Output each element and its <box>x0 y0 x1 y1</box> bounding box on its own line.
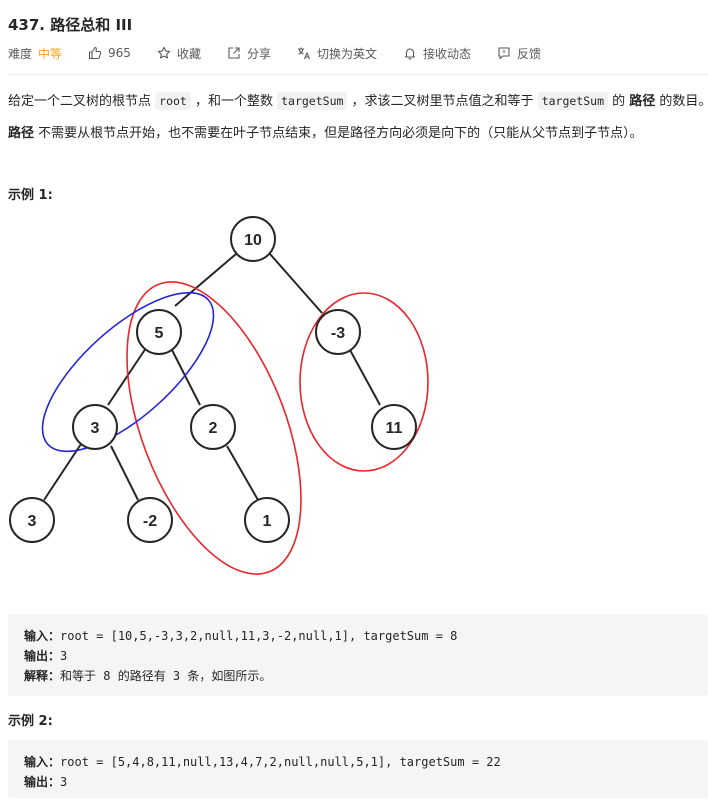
inline-code-targetsum: targetSum <box>537 92 608 110</box>
favorite-button[interactable]: 收藏 <box>157 45 201 62</box>
tree-edge <box>107 347 147 406</box>
desc-text: 的 <box>608 94 630 109</box>
tree-node-label: 3 <box>28 513 37 530</box>
notify-button[interactable]: 接收动态 <box>403 45 471 62</box>
desc-text: 的数目。 <box>655 94 708 109</box>
example-1-explain-line: 解释：和等于 8 的路径有 3 条，如图所示。 <box>24 666 708 686</box>
feedback-label: 反馈 <box>517 46 542 61</box>
difficulty-label: 难度 <box>8 46 33 61</box>
output-label: 输出： <box>24 649 61 663</box>
tree-node-circle <box>127 497 173 543</box>
feedback-icon <box>497 46 511 60</box>
path-highlight-red-1 <box>126 281 302 575</box>
bold-term-path: 路径 <box>8 126 35 141</box>
share-icon <box>227 46 241 60</box>
tree-node-circle <box>230 216 276 262</box>
output-value: 3 <box>60 649 68 663</box>
example-1-title: 示例 1: <box>8 188 53 203</box>
thumbs-up-icon <box>88 46 102 60</box>
like-button[interactable]: 965 <box>88 46 131 60</box>
bell-icon <box>403 46 417 60</box>
input-label: 输入： <box>24 755 61 769</box>
tree-edges <box>43 253 381 501</box>
tree-edge <box>43 443 82 501</box>
path-highlight-blue <box>41 291 215 453</box>
tree-node-circle <box>315 309 361 355</box>
desc-text: 不需要从根节点开始，也不需要在叶子节点结束，但是路径方向必须是向下的（只能从父节… <box>34 126 643 141</box>
output-value: 3 <box>60 775 68 789</box>
share-button[interactable]: 分享 <box>227 45 271 62</box>
bold-term-path: 路径 <box>629 94 656 109</box>
header-divider <box>8 74 708 75</box>
example-1-output-line: 输出：3 <box>24 646 708 666</box>
input-label: 输入： <box>24 629 61 643</box>
example-2-code-block: 输入：root = [5,4,8,11,null,13,4,7,2,null,n… <box>8 740 708 798</box>
star-icon <box>157 46 171 60</box>
tree-node-circle <box>136 309 182 355</box>
example-2-title: 示例 2: <box>8 714 53 729</box>
example-1-input-line: 输入：root = [10,5,-3,3,2,null,11,3,-2,null… <box>24 626 708 646</box>
path-highlight-red-2 <box>299 292 429 472</box>
notify-label: 接收动态 <box>422 46 471 61</box>
output-label: 输出： <box>24 775 61 789</box>
translate-icon <box>297 46 311 60</box>
switch-language-label: 切换为英文 <box>316 46 377 61</box>
tree-node-label: 3 <box>91 420 100 437</box>
desc-text: ，求该二叉树里节点值之和等于 <box>347 94 538 109</box>
example-2-input-line: 输入：root = [5,4,8,11,null,13,4,7,2,null,n… <box>24 752 708 772</box>
problem-title: 437. 路径总和 III <box>8 16 133 34</box>
tree-node-circle <box>190 404 236 450</box>
tree-edge <box>349 349 381 406</box>
tree-edge <box>171 349 201 406</box>
tree-node-label: -3 <box>331 325 345 342</box>
tree-node-circle <box>9 497 55 543</box>
description-paragraph-2: 路径 不需要从根节点开始，也不需要在叶子节点结束，但是路径方向必须是向下的（只能… <box>8 122 643 141</box>
tree-node-circle <box>371 404 417 450</box>
tree-edge <box>110 445 139 501</box>
description-paragraph-1: 给定一个二叉树的根节点 root ，和一个整数 targetSum ，求该二叉树… <box>8 90 708 110</box>
tree-node-label: -2 <box>143 513 157 530</box>
example-1-tree-diagram: 10 5 -3 3 2 11 3 -2 1 <box>9 216 429 575</box>
explain-value: 和等于 8 的路径有 3 条，如图所示。 <box>60 669 272 683</box>
tree-node-label: 11 <box>386 420 403 437</box>
desc-text: ，和一个整数 <box>190 94 278 109</box>
tree-node-label: 5 <box>155 325 164 342</box>
tree-edge <box>174 253 237 307</box>
example-2-output-line: 输出：3 <box>24 772 708 792</box>
like-count: 965 <box>108 46 131 60</box>
tree-node-label: 2 <box>209 420 218 437</box>
tree-node-label: 1 <box>263 513 272 530</box>
switch-language-button[interactable]: 切换为英文 <box>297 45 377 62</box>
tree-node-circle <box>72 404 118 450</box>
tree-edge <box>269 253 323 314</box>
tree-edge <box>226 445 259 501</box>
explain-label: 解释： <box>24 669 61 683</box>
desc-text: 给定一个二叉树的根节点 <box>8 94 156 109</box>
problem-meta-bar: 难度 中等 965 收藏 分享 切换为英文 接收动态 反馈 <box>8 44 567 62</box>
input-value: root = [10,5,-3,3,2,null,11,3,-2,null,1]… <box>60 629 458 643</box>
tree-node-circle <box>244 497 290 543</box>
favorite-label: 收藏 <box>176 46 201 61</box>
inline-code-root: root <box>155 92 191 110</box>
tree-node-label: 10 <box>244 232 262 249</box>
inline-code-targetsum: targetSum <box>277 92 348 110</box>
feedback-button[interactable]: 反馈 <box>497 45 541 62</box>
difficulty-badge: 中等 <box>38 46 63 61</box>
share-label: 分享 <box>246 46 271 61</box>
input-value: root = [5,4,8,11,null,13,4,7,2,null,null… <box>60 755 501 769</box>
example-1-code-block: 输入：root = [10,5,-3,3,2,null,11,3,-2,null… <box>8 614 708 696</box>
